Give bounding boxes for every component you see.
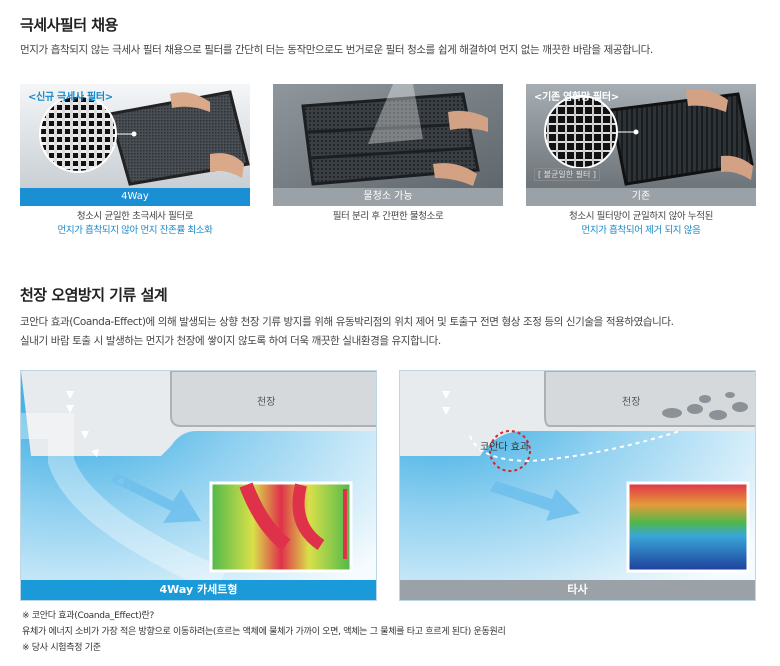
old-filter-label-bar: 기존 bbox=[526, 188, 756, 206]
new-filter-caption-line2: 먼지가 흡착되지 않아 먼지 잔존률 최소화 bbox=[57, 225, 213, 236]
wash-filter-label-bar: 물청소 가능 bbox=[273, 188, 503, 206]
new-filter-label-bar: 4Way bbox=[20, 188, 250, 206]
footnotes: ※ 코안다 효과(Coanda_Effect)란? 유체가 에너지 소비가 가장… bbox=[22, 608, 506, 656]
coanda-effect-annotation: 코안다 효과 bbox=[480, 442, 530, 453]
wash-filter-caption-line1: 필터 분리 후 간편한 물청소로 bbox=[332, 211, 444, 222]
section-description-filter: 먼지가 흡착되지 않는 극세사 필터 채용으로 필터를 간단히 터는 동작만으로… bbox=[20, 44, 653, 56]
airflow-illustration-4way bbox=[21, 371, 376, 600]
section-description-airflow-line2: 실내기 바람 토출 시 발생하는 먼지가 천장에 쌓이지 않도록 하여 더욱 깨… bbox=[20, 335, 441, 347]
old-filter-tag: <기존 염화망 필터> bbox=[534, 92, 619, 103]
new-filter-tag: <신규 극세사 필터> bbox=[28, 92, 113, 103]
old-filter-caption: 청소시 필터망이 균일하지 않아 누적된 먼지가 흡착되어 제거 되지 않음 bbox=[526, 210, 756, 238]
filter-card-wash: 물청소 가능 bbox=[273, 84, 503, 206]
airflow-illustration-competitor bbox=[400, 371, 755, 600]
section-description-airflow-line1: 코안다 효과(Coanda-Effect)에 의해 발생되는 상향 천장 기류 … bbox=[20, 316, 674, 328]
footnote-coanda-definition: 유체가 에너지 소비가 가장 적은 방향으로 이동하려는(흐르는 액체에 물체가… bbox=[22, 627, 506, 637]
filter-card-new: <신규 극세사 필터> 4Way bbox=[20, 84, 250, 206]
wash-filter-caption: 필터 분리 후 간편한 물청소로 bbox=[273, 210, 503, 224]
old-filter-sub-tag: [ 불균일한 필터 ] bbox=[534, 168, 601, 181]
old-filter-photo bbox=[526, 84, 756, 188]
section-title-filter: 극세사필터 채용 bbox=[20, 16, 118, 34]
airflow-diagram-4way: 천장 4Way 카세트형 bbox=[20, 370, 377, 601]
wash-filter-photo bbox=[273, 84, 503, 188]
footnote-test-basis: ※ 당사 시험측정 기준 bbox=[22, 643, 101, 653]
new-filter-caption: 청소시 균일한 초극세사 필터로 먼지가 흡착되지 않아 먼지 잔존률 최소화 bbox=[20, 210, 250, 238]
footnote-coanda-title: ※ 코안다 효과(Coanda_Effect)란? bbox=[22, 611, 155, 621]
filter-card-old: <기존 염화망 필터> [ 불균일한 필터 ] 기존 bbox=[526, 84, 756, 206]
old-filter-caption-line2: 먼지가 흡착되어 제거 되지 않음 bbox=[581, 225, 701, 236]
diagram-label-4way: 4Way 카세트형 bbox=[21, 580, 376, 600]
section-title-airflow: 천장 오염방지 기류 설계 bbox=[20, 286, 168, 304]
old-filter-caption-line1: 청소시 필터망이 균일하지 않아 누적된 bbox=[569, 211, 713, 222]
new-filter-photo bbox=[20, 84, 250, 188]
new-filter-caption-line1: 청소시 균일한 초극세사 필터로 bbox=[76, 211, 194, 222]
airflow-diagram-competitor: 천장 타사 bbox=[399, 370, 756, 601]
diagram-label-competitor: 타사 bbox=[400, 580, 755, 600]
ceiling-label-4way: 천장 bbox=[257, 397, 276, 408]
ceiling-label-competitor: 천장 bbox=[622, 397, 641, 408]
